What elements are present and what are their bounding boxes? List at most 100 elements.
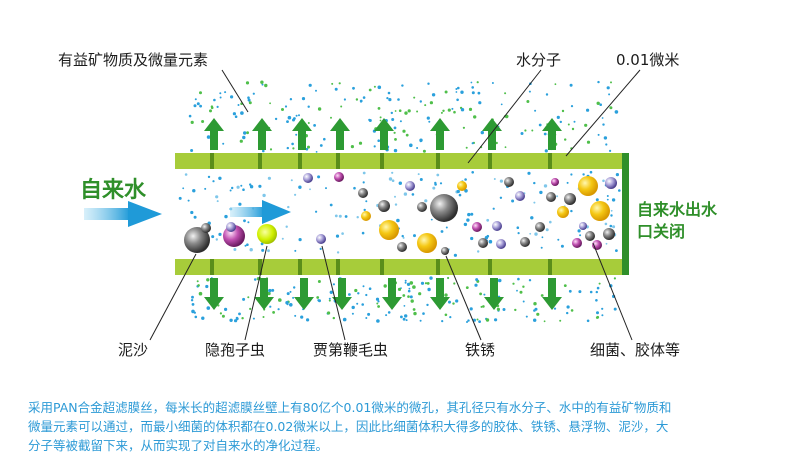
water-dot — [375, 297, 380, 301]
water-dot — [409, 281, 414, 285]
water-dot — [216, 200, 219, 203]
water-dot — [402, 317, 406, 321]
water-dot — [325, 187, 327, 190]
water-dot — [533, 181, 536, 185]
water-dot — [543, 320, 546, 323]
water-dot — [336, 251, 340, 254]
water-dot — [597, 133, 600, 136]
water-dot — [455, 88, 458, 90]
particle — [520, 237, 530, 247]
water-dot — [601, 307, 604, 310]
particle — [303, 173, 313, 183]
water-dot — [586, 108, 590, 112]
water-dot — [216, 105, 219, 108]
membrane-bottom — [175, 259, 627, 275]
water-dot — [605, 242, 608, 245]
particle — [504, 177, 514, 187]
water-dot — [597, 80, 600, 84]
water-dot — [595, 299, 598, 302]
water-dot — [307, 105, 310, 108]
particle — [535, 222, 545, 232]
water-dot — [229, 318, 233, 322]
water-dot — [440, 111, 443, 114]
water-dot — [379, 116, 382, 119]
water-dot — [218, 232, 222, 236]
permeate-arrows-up — [204, 118, 562, 150]
water-dot — [376, 302, 379, 305]
water-dot — [190, 299, 194, 302]
water-dot — [252, 92, 255, 95]
water-dot — [361, 231, 365, 235]
water-dot — [561, 109, 565, 113]
water-dot — [196, 280, 199, 283]
particle — [379, 220, 399, 240]
water-dot — [356, 302, 359, 305]
water-dot — [301, 97, 306, 101]
particle — [603, 228, 615, 240]
water-dot — [527, 171, 531, 175]
water-dot — [444, 293, 448, 297]
water-dot — [522, 285, 525, 288]
label-bacteria-colloids: 细菌、胶体等 — [588, 341, 683, 359]
water-dot — [298, 114, 300, 117]
water-dot — [436, 173, 440, 177]
water-dot — [317, 175, 321, 179]
water-dot — [458, 193, 462, 197]
water-dot — [269, 102, 271, 105]
water-dot — [598, 282, 601, 285]
particle — [430, 194, 458, 222]
water-dot — [211, 235, 215, 239]
water-dot — [468, 107, 473, 111]
water-dot — [500, 103, 503, 106]
water-dot — [356, 216, 359, 219]
water-dot — [323, 137, 326, 141]
water-dot — [344, 215, 348, 218]
particle — [472, 222, 482, 232]
water-dot — [394, 110, 397, 112]
water-dot — [409, 143, 413, 148]
water-dot — [427, 287, 431, 292]
water-dot — [545, 228, 549, 232]
water-dot — [596, 101, 600, 106]
water-dot — [286, 292, 290, 296]
water-dot — [199, 104, 203, 108]
water-dot — [340, 105, 343, 108]
particle — [492, 221, 502, 231]
water-dot — [470, 236, 474, 241]
water-dot — [470, 81, 473, 84]
water-dot — [221, 314, 225, 318]
water-dot — [404, 279, 407, 282]
water-dot — [305, 147, 309, 151]
water-dot — [403, 192, 408, 196]
particle — [578, 176, 598, 196]
water-dot — [298, 185, 302, 189]
water-dot — [428, 120, 431, 123]
water-dot — [300, 315, 304, 319]
water-dot — [596, 311, 599, 315]
water-dot — [354, 288, 358, 293]
water-dot — [387, 311, 391, 314]
water-dot — [295, 114, 298, 117]
water-dot — [403, 305, 406, 307]
water-dot — [315, 89, 317, 92]
water-dot — [294, 193, 297, 196]
particle — [201, 223, 211, 233]
water-dot — [358, 141, 363, 145]
water-dot — [267, 249, 270, 253]
caption-line-2: 微量元素可以通过，而最小细菌的体积都在0.02微米以上，因此比细菌体积大得多的胶… — [28, 419, 669, 434]
water-dot — [285, 225, 288, 228]
water-dot — [306, 318, 310, 322]
arrow-down-icon — [294, 278, 314, 310]
water-dot — [404, 111, 408, 115]
water-dot — [262, 193, 266, 198]
particle — [226, 222, 236, 232]
water-dot — [224, 307, 228, 311]
water-dot — [453, 253, 457, 257]
water-dot — [258, 184, 262, 188]
particle — [417, 233, 437, 253]
water-dot — [540, 294, 544, 297]
water-dot — [390, 111, 393, 115]
water-dot — [330, 116, 332, 119]
water-dot — [424, 104, 427, 107]
water-dot — [190, 149, 194, 152]
